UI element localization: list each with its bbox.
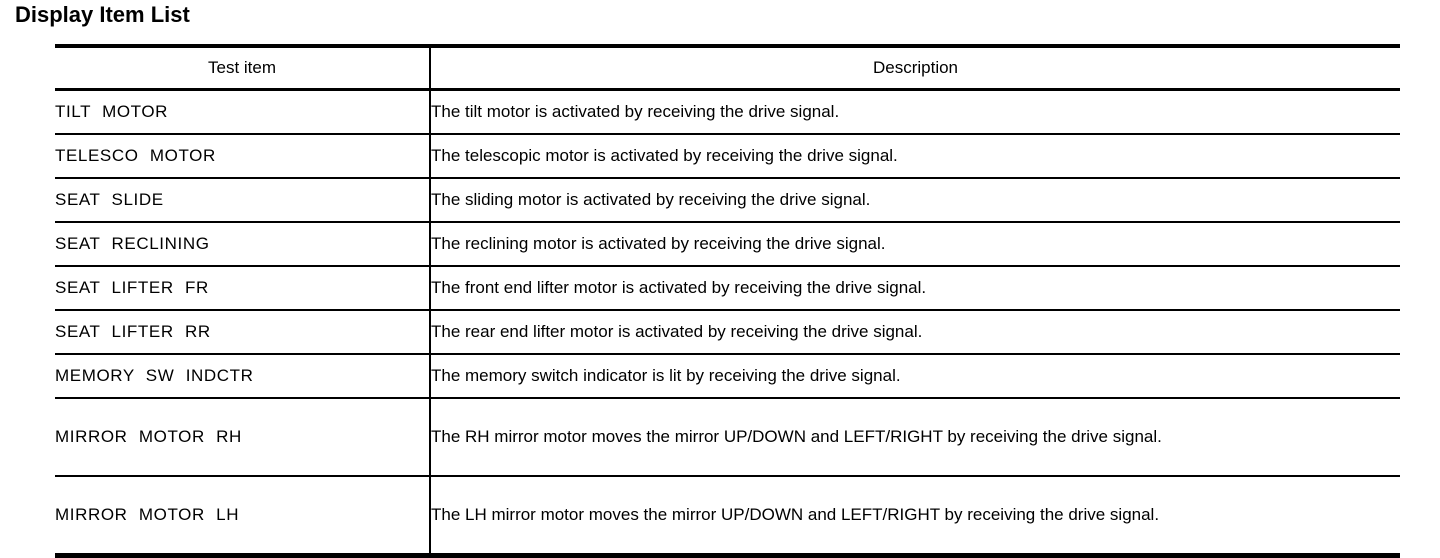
description-text: The telescopic motor is activated by rec… <box>431 146 898 165</box>
description-text: The RH mirror motor moves the mirror UP/… <box>431 427 1162 446</box>
description-text: The rear end lifter motor is activated b… <box>431 322 923 341</box>
table-header: Test item Description <box>55 44 1400 91</box>
column-header-description: Description <box>430 44 1400 91</box>
cell-description: The memory switch indicator is lit by re… <box>430 354 1400 399</box>
cell-test-item: MIRROR MOTOR LH <box>55 476 431 558</box>
table-row: MIRROR MOTOR LH The LH mirror motor move… <box>55 476 1400 558</box>
cell-description: The rear end lifter motor is activated b… <box>430 310 1400 355</box>
cell-description: The reclining motor is activated by rece… <box>430 222 1400 267</box>
cell-test-item: SEAT RECLINING <box>55 222 431 267</box>
cell-description: The tilt motor is activated by receiving… <box>430 89 1400 135</box>
table-row: MIRROR MOTOR RH The RH mirror motor move… <box>55 398 1400 477</box>
cell-test-item: MIRROR MOTOR RH <box>55 398 431 477</box>
cell-description: The sliding motor is activated by receiv… <box>430 178 1400 223</box>
cell-test-item: TELESCO MOTOR <box>55 134 431 179</box>
table-body: TILT MOTOR The tilt motor is activated b… <box>55 89 1400 558</box>
column-header-test-item: Test item <box>55 44 431 91</box>
cell-test-item: SEAT LIFTER RR <box>55 310 431 355</box>
cell-test-item: TILT MOTOR <box>55 89 431 135</box>
description-text: The sliding motor is activated by receiv… <box>431 190 871 209</box>
table-header-row: Test item Description <box>55 44 1400 91</box>
cell-description: The front end lifter motor is activated … <box>430 266 1400 311</box>
table-row: MEMORY SW INDCTR The memory switch indic… <box>55 354 1400 399</box>
cell-description: The telescopic motor is activated by rec… <box>430 134 1400 179</box>
cell-test-item: SEAT SLIDE <box>55 178 431 223</box>
description-text: The reclining motor is activated by rece… <box>431 234 886 253</box>
cell-description: The LH mirror motor moves the mirror UP/… <box>430 476 1400 558</box>
cell-test-item: MEMORY SW INDCTR <box>55 354 431 399</box>
cell-test-item: SEAT LIFTER FR <box>55 266 431 311</box>
table-row: SEAT LIFTER FR The front end lifter moto… <box>55 266 1400 311</box>
page-title: Display Item List <box>15 2 190 27</box>
table-row: SEAT LIFTER RR The rear end lifter motor… <box>55 310 1400 355</box>
display-item-table-wrapper: Test item Description TILT MOTOR The til… <box>55 44 1400 558</box>
description-text: The memory switch indicator is lit by re… <box>431 366 901 385</box>
description-text: The tilt motor is activated by receiving… <box>431 102 840 121</box>
cell-description: The RH mirror motor moves the mirror UP/… <box>430 398 1400 477</box>
table-row: TELESCO MOTOR The telescopic motor is ac… <box>55 134 1400 179</box>
table-row: SEAT RECLINING The reclining motor is ac… <box>55 222 1400 267</box>
table-row: SEAT SLIDE The sliding motor is activate… <box>55 178 1400 223</box>
table-row: TILT MOTOR The tilt motor is activated b… <box>55 89 1400 135</box>
description-text: The LH mirror motor moves the mirror UP/… <box>431 505 1160 524</box>
description-text: The front end lifter motor is activated … <box>431 278 927 297</box>
display-item-table: Test item Description TILT MOTOR The til… <box>55 44 1400 558</box>
